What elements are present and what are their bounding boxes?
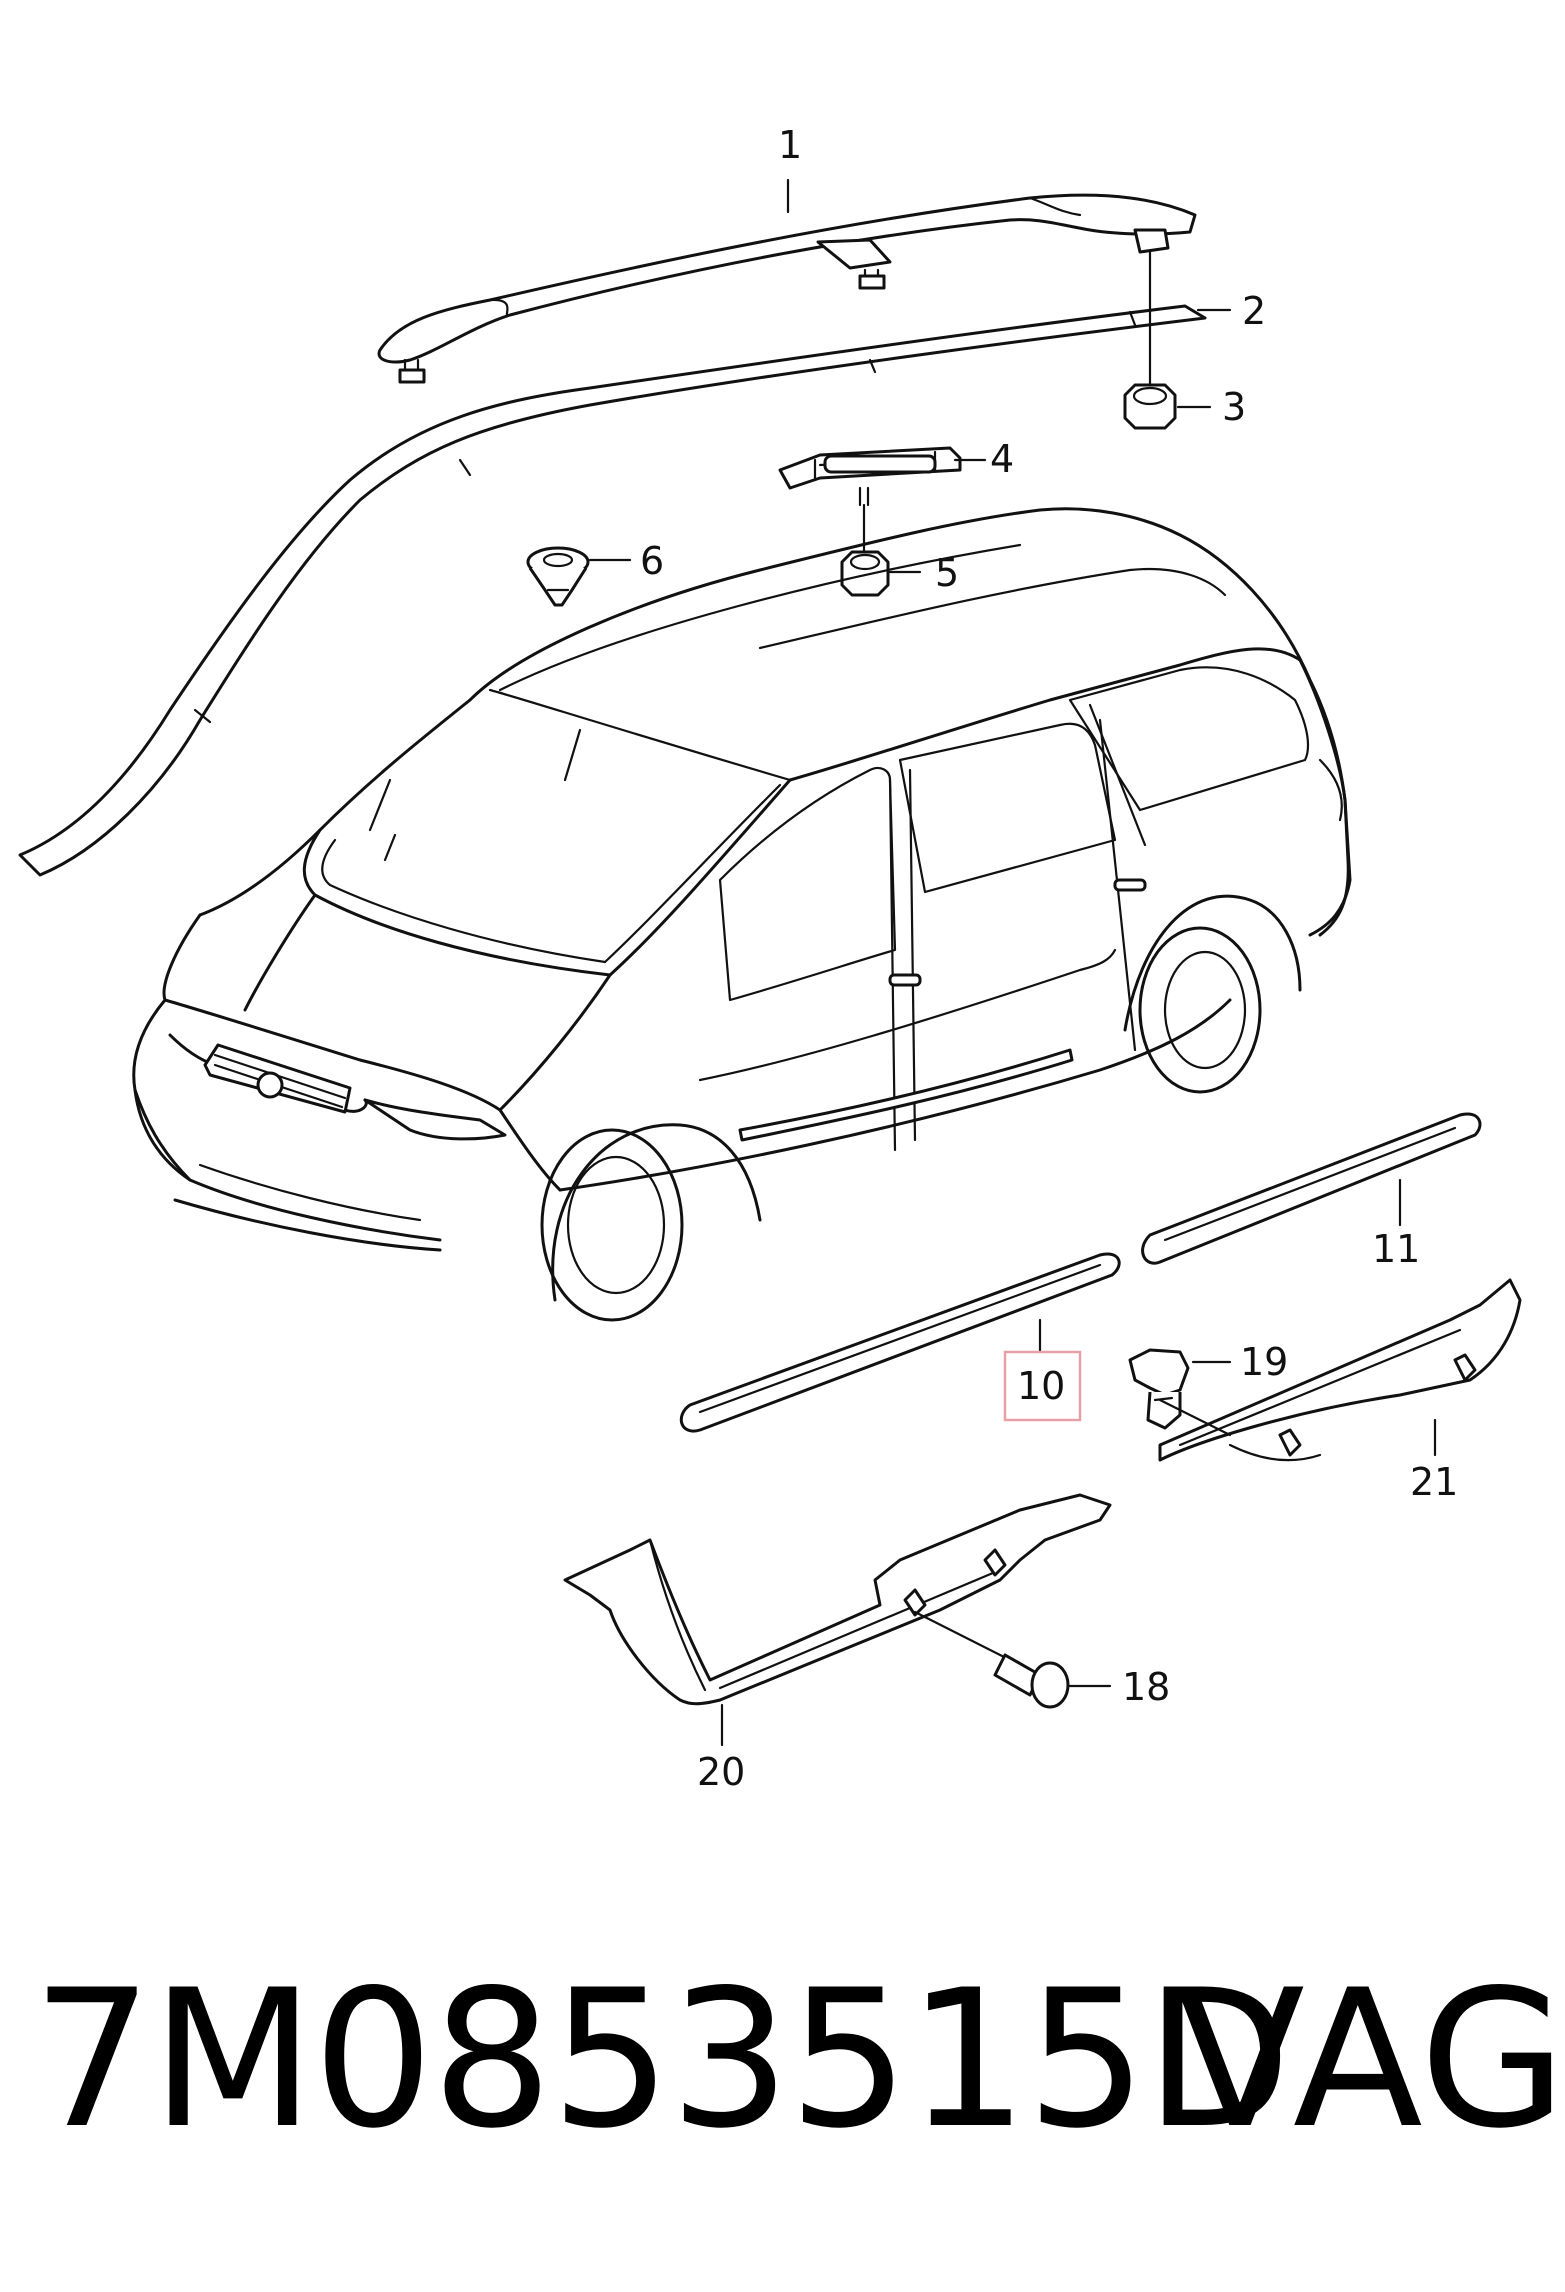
nut-part-5 — [840, 503, 890, 597]
brand-name: VAG — [1175, 1949, 1565, 2170]
callout-5: 5 — [935, 551, 959, 595]
callout-21: 21 — [1410, 1460, 1458, 1504]
front-wheel — [540, 1123, 762, 1322]
callout-10: 10 — [1017, 1364, 1065, 1408]
callout-19: 19 — [1240, 1340, 1288, 1384]
callout-1: 1 — [778, 123, 802, 167]
footer: 7M0853515D VAG — [0, 1945, 1565, 2175]
rear-trim-part-11 — [1141, 1112, 1482, 1265]
lamp-part-4 — [778, 446, 962, 507]
highlight-box — [1003, 1350, 1082, 1422]
callout-18: 18 — [1122, 1665, 1170, 1709]
vehicle-illustration — [132, 507, 1352, 1322]
clip-part-6 — [526, 546, 590, 607]
callout-4: 4 — [990, 437, 1014, 481]
sill-trim-part-21 — [1158, 1278, 1522, 1462]
screw-part-18 — [913, 1610, 1070, 1709]
nut-part-3 — [1123, 383, 1177, 430]
part-number: 7M0853515D — [32, 1949, 1291, 2170]
leader-lines — [588, 178, 1437, 1747]
rear-wheel — [1123, 894, 1302, 1094]
clip-part-19 — [1128, 1348, 1190, 1430]
sill-trim-part-20 — [563, 1493, 1112, 1706]
callout-11: 11 — [1372, 1227, 1420, 1271]
callout-3: 3 — [1222, 385, 1246, 429]
callout-6: 6 — [640, 539, 664, 583]
callout-20: 20 — [697, 1750, 745, 1794]
front-trim-part-10 — [679, 1252, 1121, 1433]
roof-rail-part — [377, 193, 1197, 384]
callout-2: 2 — [1242, 289, 1266, 333]
rail-seal-part — [18, 304, 1207, 877]
